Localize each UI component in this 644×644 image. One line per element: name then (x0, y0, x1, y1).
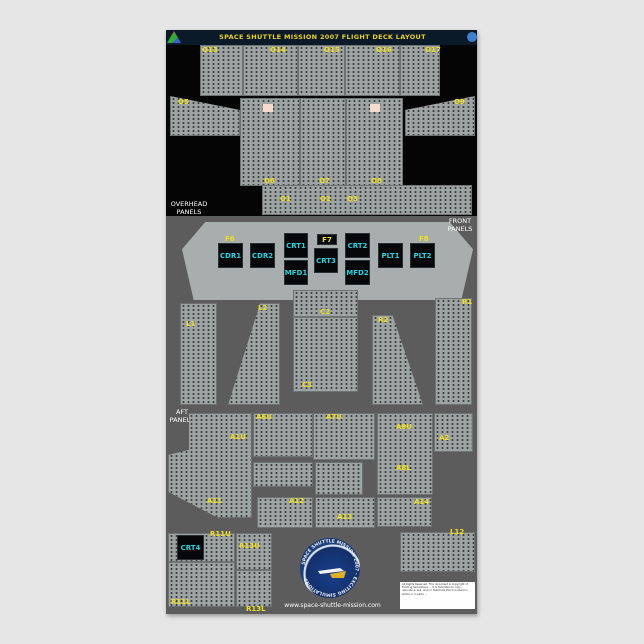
section-aft: AFT PANELS (169, 408, 195, 424)
mission-patch-logo: SPACE SHUTTLE MISSION 2007 - EXCITING SI… (300, 538, 360, 598)
panel-a8 (377, 413, 433, 495)
label-l2: L2 (258, 304, 268, 312)
station-icon (330, 571, 346, 578)
panel-a6u (253, 413, 313, 457)
panel-o14 (243, 45, 298, 96)
panel-r13u (236, 533, 272, 570)
emblem-icon (467, 32, 477, 42)
light-icon (263, 104, 273, 112)
label-r1: R1 (462, 298, 473, 306)
label-o5: O5 (178, 98, 189, 106)
poster-title: SPACE SHUTTLE MISSION 2007 FLIGHT DECK L… (219, 33, 426, 41)
label-r11u: R11U (210, 530, 231, 538)
label-a8u: A8U (396, 423, 412, 431)
label-r13l: R13L (246, 605, 266, 613)
panel-r11l (168, 562, 235, 607)
panel-o6 (240, 98, 300, 186)
label-o6: O6 (264, 177, 275, 185)
label-a12: A12 (289, 497, 305, 505)
screen-plt1: PLT1 (378, 243, 403, 268)
label-o15: O15 (324, 46, 340, 54)
section-overhead: OVERHEAD PANELS (170, 200, 208, 216)
label-a1u: A1U (230, 433, 246, 441)
label-o9: O9 (454, 98, 465, 106)
label-o3: O3 (347, 195, 358, 203)
label-a6u: A6U (256, 413, 272, 421)
shuttle-icon (318, 568, 344, 574)
mission-patch-svg: SPACE SHUTTLE MISSION 2007 - EXCITING SI… (301, 538, 360, 597)
label-c3: C3 (302, 381, 313, 389)
screen-plt2: PLT2 (410, 243, 435, 268)
label-o7: O7 (319, 177, 330, 185)
label-o17: O17 (425, 46, 441, 54)
label-r2: R2 (378, 316, 389, 324)
label-a11: A11 (207, 497, 223, 505)
label-a14: A14 (414, 498, 430, 506)
patch-text: SPACE SHUTTLE MISSION 2007 - EXCITING SI… (301, 538, 360, 597)
screen-mfd1: MFD1 (284, 260, 308, 285)
label-l12: L12 (450, 528, 465, 536)
label-f6: F6 (225, 235, 235, 243)
label-f8: F8 (419, 235, 429, 243)
panel-o15 (298, 45, 345, 96)
screen-crt1: CRT1 (284, 233, 308, 258)
label-o16: O16 (376, 46, 392, 54)
panel-aft-mid-left (253, 462, 313, 487)
panel-aft-mid-center (315, 462, 363, 495)
panel-r13l (236, 570, 272, 607)
label-o8: O8 (371, 177, 382, 185)
label-o14: O14 (270, 46, 286, 54)
title-bar (166, 30, 477, 45)
patch-ring-text: SPACE SHUTTLE MISSION 2007 - EXCITING SI… (301, 538, 360, 597)
screen-f7: F7 (317, 234, 337, 245)
panel-a13 (315, 497, 375, 528)
copyright-notice: All Rights Reserved. This document is Co… (400, 582, 475, 609)
section-front: FRONT PANELS (447, 217, 473, 233)
screen-crt3: CRT3 (314, 248, 338, 273)
panel-o16 (345, 45, 400, 96)
panel-a2 (434, 413, 473, 452)
label-o2: O2 (320, 195, 331, 203)
screen-cdr2: CDR2 (250, 243, 275, 268)
label-r13u: R13U (239, 542, 260, 550)
screen-crt4: CRT4 (177, 535, 204, 560)
panel-o13 (200, 45, 243, 96)
panel-o17 (400, 45, 440, 96)
panel-r1 (435, 298, 472, 405)
label-a7u: A7U (326, 413, 342, 421)
label-c2: C2 (320, 308, 331, 316)
panel-a14 (377, 497, 432, 527)
label-o13: O13 (202, 46, 218, 54)
panel-a7u (313, 413, 375, 460)
label-a13: A13 (337, 513, 353, 521)
screen-mfd2: MFD2 (345, 260, 370, 285)
panel-c3 (293, 317, 358, 392)
panel-a12 (257, 497, 313, 528)
panel-o7 (300, 98, 346, 186)
label-r11l: R11L (171, 598, 191, 606)
label-a2: A2 (439, 434, 450, 442)
label-l1: L1 (186, 320, 196, 328)
website-url: www.space-shuttle-mission.com (284, 602, 381, 609)
panel-o8 (346, 98, 403, 186)
label-a8l: A8L (396, 464, 411, 472)
panel-c2 (293, 290, 358, 317)
panel-l1 (180, 303, 217, 405)
label-o1: O1 (280, 195, 291, 203)
screen-crt2: CRT2 (345, 233, 370, 258)
panel-l12 (400, 532, 475, 572)
panel-o1-o3 (262, 185, 472, 215)
screen-cdr1: CDR1 (218, 243, 243, 268)
light-icon (370, 104, 380, 112)
